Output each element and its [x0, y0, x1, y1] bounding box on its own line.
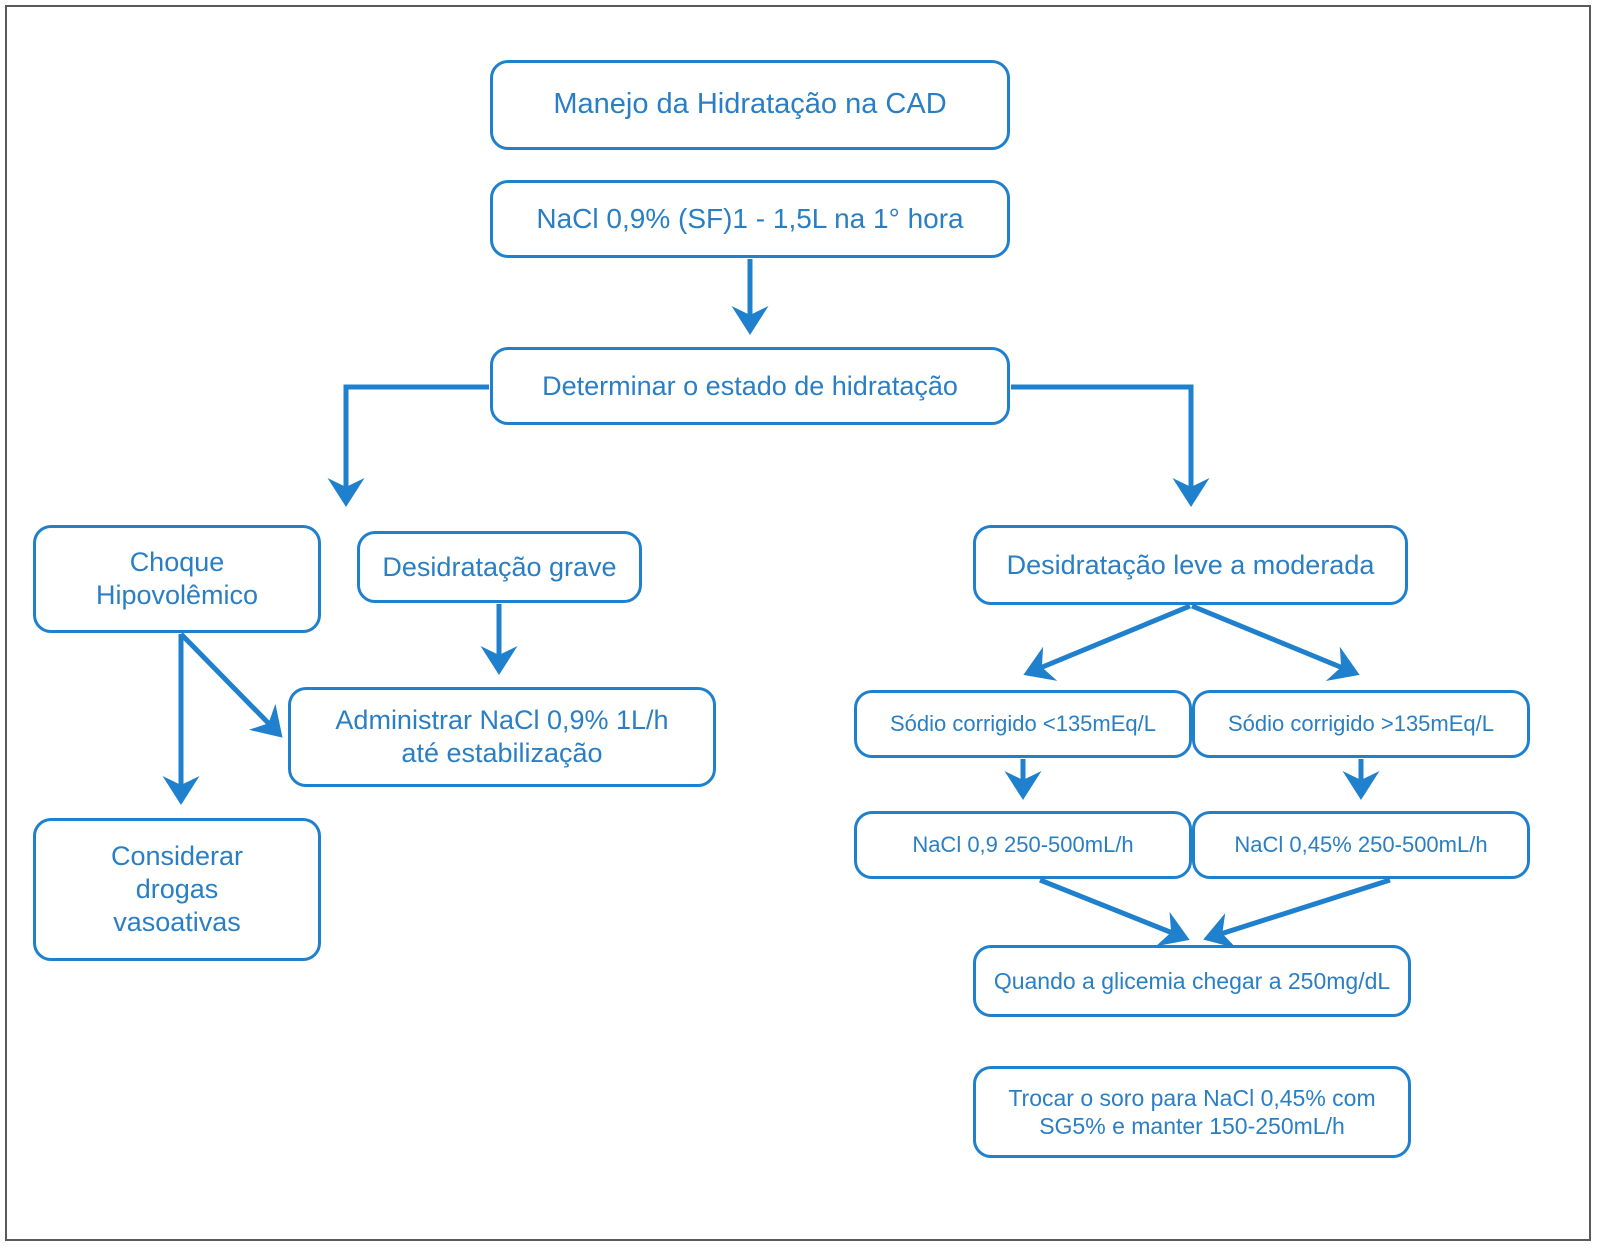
node-nacl-09-label: NaCl 0,9 250-500mL/h: [912, 831, 1134, 857]
node-administrar-nacl[interactable]: Administrar NaCl 0,9% 1L/h até estabiliz…: [288, 687, 716, 787]
node-administrar-nacl-label: Administrar NaCl 0,9% 1L/h até estabiliz…: [335, 705, 669, 768]
node-nacl-045-label: NaCl 0,45% 250-500mL/h: [1234, 831, 1488, 857]
node-nacl-first-hour[interactable]: NaCl 0,9% (SF)1 - 1,5L na 1° hora: [490, 180, 1010, 258]
edge-determinar-to-right: [1011, 384, 1210, 508]
node-nacl-09[interactable]: NaCl 0,9 250-500mL/h: [854, 811, 1192, 879]
edge-leve-to-sodio-menor: [1023, 603, 1191, 681]
node-choque-hipovolemico[interactable]: Choque Hipovolêmico: [33, 525, 321, 633]
node-sodio-corrigido-maior[interactable]: Sódio corrigido >135mEq/L: [1192, 690, 1530, 758]
edge-choque-to-administrar: [179, 632, 283, 738]
node-desidratacao-leve-moderada-label: Desidratação leve a moderada: [1006, 549, 1375, 580]
node-title-label: Manejo da Hidratação na CAD: [553, 88, 947, 121]
node-determinar-hidratacao[interactable]: Determinar o estado de hidratação: [490, 347, 1010, 425]
node-sodio-corrigido-menor[interactable]: Sódio corrigido <135mEq/L: [854, 690, 1192, 758]
node-nacl-first-hour-label: NaCl 0,9% (SF)1 - 1,5L na 1° hora: [536, 202, 964, 234]
node-trocar-soro-label: Trocar o soro para NaCl 0,45% com SG5% e…: [1008, 1084, 1376, 1139]
node-title[interactable]: Manejo da Hidratação na CAD: [490, 60, 1010, 150]
edge-determinar-to-left: [327, 384, 489, 508]
node-desidratacao-grave-label: Desidratação grave: [382, 551, 617, 582]
node-determinar-hidratacao-label: Determinar o estado de hidratação: [542, 370, 958, 401]
edge-nacl045-to-glicemia: [1203, 877, 1391, 949]
node-trocar-soro[interactable]: Trocar o soro para NaCl 0,45% com SG5% e…: [973, 1066, 1411, 1158]
node-drogas-vasoativas[interactable]: Considerar drogas vasoativas: [33, 818, 321, 961]
node-glicemia-250-label: Quando a glicemia chegar a 250mg/dL: [993, 967, 1391, 994]
node-desidratacao-grave[interactable]: Desidratação grave: [357, 531, 642, 603]
edge-nacl09-to-glicemia: [1039, 877, 1190, 947]
node-drogas-vasoativas-label: Considerar drogas vasoativas: [110, 841, 244, 937]
node-sodio-corrigido-maior-label: Sódio corrigido >135mEq/L: [1228, 710, 1494, 736]
node-desidratacao-leve-moderada[interactable]: Desidratação leve a moderada: [973, 525, 1408, 605]
node-choque-hipovolemico-label: Choque Hipovolêmico: [95, 547, 259, 610]
edge-leve-to-sodio-maior: [1191, 603, 1360, 681]
node-nacl-045[interactable]: NaCl 0,45% 250-500mL/h: [1192, 811, 1530, 879]
node-sodio-corrigido-menor-label: Sódio corrigido <135mEq/L: [890, 710, 1156, 736]
node-glicemia-250[interactable]: Quando a glicemia chegar a 250mg/dL: [973, 945, 1411, 1017]
